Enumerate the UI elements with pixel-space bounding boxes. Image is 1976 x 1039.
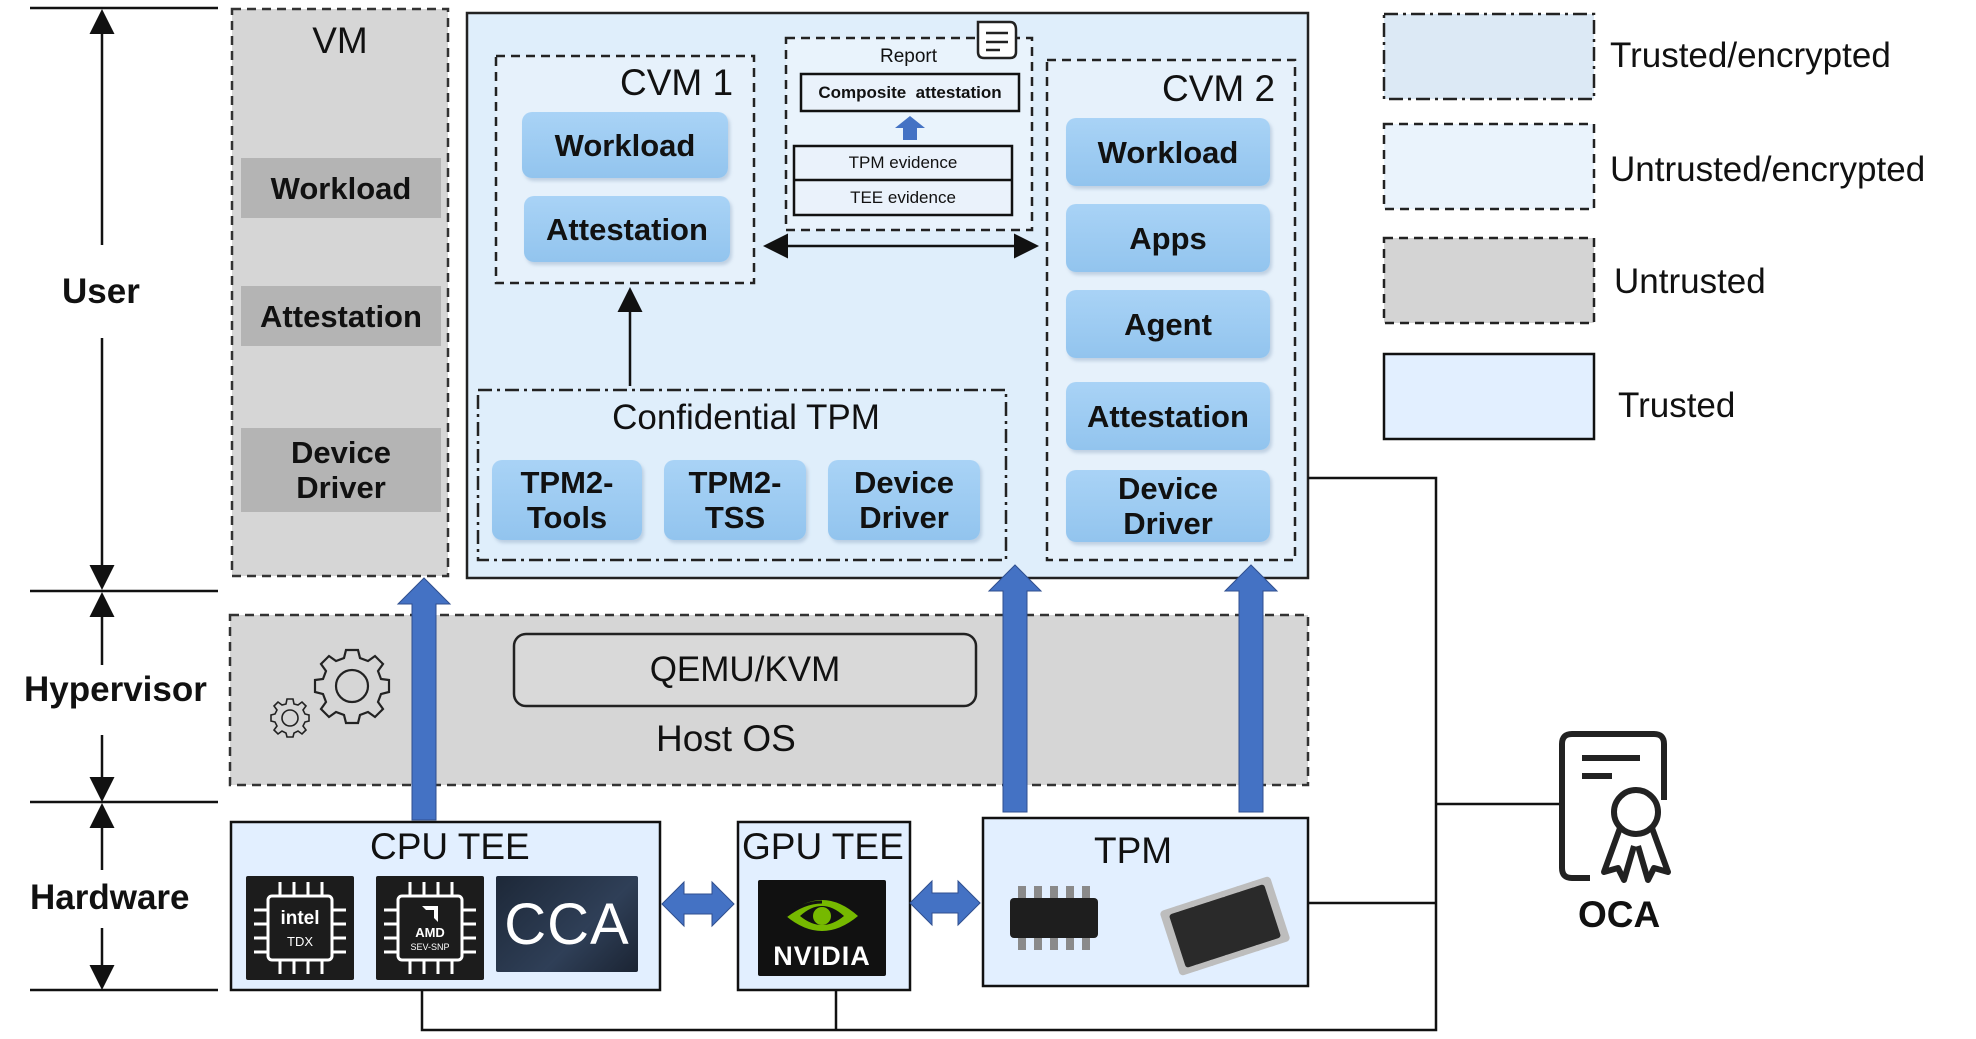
legend-swatch-trusted [1382,352,1596,441]
tee-evidence-label: TEE evidence [850,187,956,207]
host-os-label: Host OS [656,718,796,759]
vm-title: VM [312,20,368,61]
amd-brand: AMD [415,924,445,940]
trust-up-arrows [396,564,1279,821]
cpu-tee-title: CPU TEE [370,826,530,867]
document-icon [976,20,1018,60]
legend-label-untrusted-encrypted: Untrusted/encrypted [1610,150,1926,189]
cca-label: CCA [504,891,630,957]
amd-sub: SEV-SNP [410,942,450,952]
layer-label-hypervisor: Hypervisor [24,670,207,710]
connection-lines [420,476,1563,1032]
cvm2-device-driver: Device Driver [1066,470,1270,542]
cvm1-attestation: Attestation [524,196,730,262]
legend-swatch-untrusted-encrypted [1382,122,1596,211]
legend-label-trusted: Trusted [1618,386,1736,425]
layer-label-user: User [62,270,140,314]
intel-tdx-chip: intel TDX [246,876,354,980]
qemu-kvm-label: QEMU/KVM [649,650,841,689]
hardware-link-arrows [661,879,981,928]
vm-device-driver: Device Driver [241,428,441,512]
legend-label-trusted-encrypted: Trusted/encrypted [1610,36,1891,75]
cvm1-workload: Workload [522,112,728,178]
intel-sub: TDX [287,933,313,949]
cvm2-title: CVM 2 [1162,68,1276,109]
arm-cca-tile: CCA [496,876,638,972]
tpm-title: TPM [1094,830,1173,871]
ctpm-tpm2-tools: TPM2-Tools [492,460,642,540]
cvm2-agent: Agent [1066,290,1270,358]
vm-workload: Workload [241,158,441,218]
legend-swatch-trusted-encrypted [1382,12,1596,101]
tpm-evidence-label: TPM evidence [848,153,958,172]
legend-swatch-untrusted [1382,236,1596,325]
cvm2-workload: Workload [1066,118,1270,186]
composite-attestation-box [799,72,1021,113]
legend-label-untrusted: Untrusted [1614,262,1766,301]
layer-label-hardware: Hardware [30,878,190,918]
certificate-icon [1559,731,1671,883]
cvm2-attestation: Attestation [1066,382,1270,450]
tpm-chip-icons [1010,876,1290,976]
cvm1-title: CVM 1 [620,62,734,103]
nvidia-tile: NVIDIA [758,880,886,976]
oca-label: OCA [1578,894,1661,935]
tpm-qfn-chip-icon [1160,876,1290,976]
chip-icon [384,882,476,974]
confidential-tpm-title: Confidential TPM [612,398,880,437]
tpm-dip-chip-icon [1010,886,1098,950]
gpu-tee-title: GPU TEE [742,826,904,867]
nvidia-label: NVIDIA [773,940,871,971]
ctpm-tpm2-tss: TPM2-TSS [664,460,806,540]
gear-icon [270,648,391,738]
chip-icon [254,882,346,974]
layer-separators [30,6,218,992]
vm-attestation: Attestation [241,286,441,346]
qemu-kvm-box [512,632,978,708]
report-up-arrow [895,116,925,140]
ctpm-device-driver: Device Driver [828,460,980,540]
intel-brand: intel [280,908,320,929]
report-title: Report [880,46,938,67]
cvm2-apps: Apps [1066,204,1270,272]
amd-sev-snp-chip: AMD SEV-SNP [376,876,484,980]
composite-attestation-label: Composite attestation [818,82,1002,102]
nvidia-eye-icon [785,900,858,931]
